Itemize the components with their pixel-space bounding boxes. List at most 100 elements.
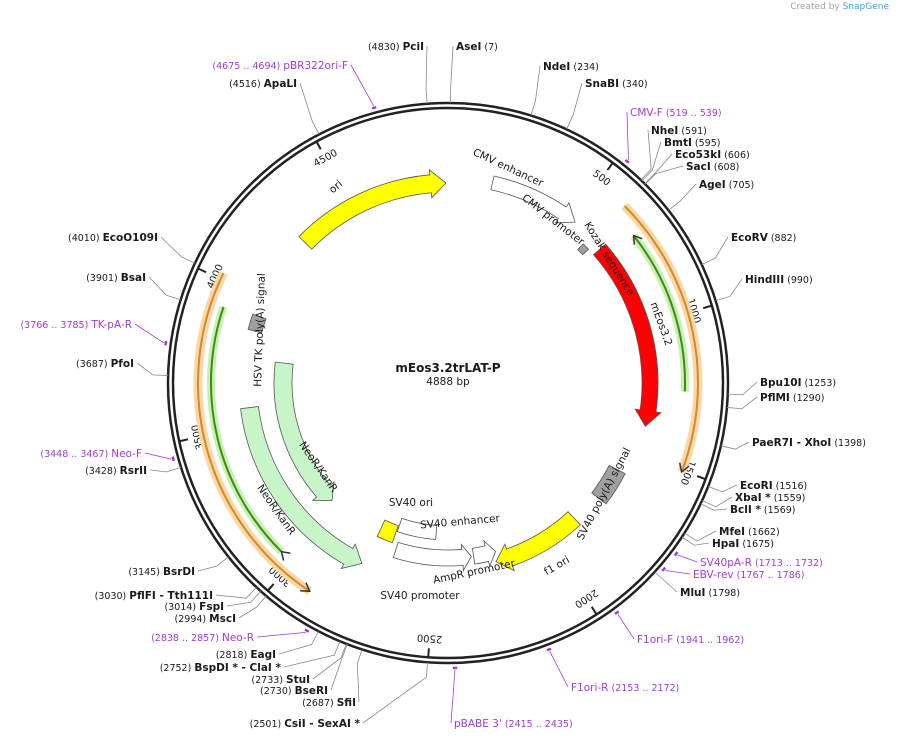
enzyme-label: (2733) StuI <box>251 674 310 686</box>
primer-leader-line <box>134 323 165 344</box>
feature-f1-ori <box>495 511 581 572</box>
enzyme-name: HpaI <box>712 538 739 550</box>
enzyme-pos: (340) <box>619 79 648 90</box>
primer-label: F1ori-F (1941 .. 1962) <box>637 634 744 646</box>
enzyme-site-mlui: MluI (1798) <box>654 571 740 599</box>
enzyme-label: (2752) BspDI * - ClaI * <box>160 662 282 674</box>
enzyme-label: (3687) PfoI <box>76 358 134 370</box>
tick-mark <box>179 438 189 443</box>
enzyme-name: MluI <box>680 587 705 599</box>
enzyme-label: AgeI (705) <box>699 179 754 191</box>
primer-label: (2838 .. 2857) Neo-R <box>151 632 254 644</box>
enzyme-leader-line <box>640 129 652 181</box>
enzyme-pos: (990) <box>784 275 813 286</box>
enzyme-leader-line <box>726 396 758 410</box>
enzyme-site-bsrdi: (3145) BsrDI <box>128 556 229 578</box>
tick-mark <box>696 475 706 481</box>
primer-name: EBV-rev <box>693 569 734 581</box>
enzyme-name: HindIII <box>745 274 784 286</box>
primer-site-sv40pa-r: SV40pA-R (1713 .. 1732) <box>673 551 823 569</box>
enzyme-leader-line <box>566 82 583 130</box>
feature-hsv-tk-poly-a-signal <box>247 313 267 334</box>
tick-label: 500 <box>590 168 612 188</box>
enzyme-site-bsai: (3901) BsaI <box>86 272 181 301</box>
tick-label: 2500 <box>417 631 443 644</box>
tick-mark <box>267 583 275 592</box>
feature-label-kozak-sequence: Kozak sequence <box>581 220 636 298</box>
enzyme-label: (4830) PciI <box>368 41 424 53</box>
primer-site-neo-f: (3448 .. 3467) Neo-F <box>40 448 176 462</box>
enzyme-name: NdeI <box>543 61 570 73</box>
enzyme-label: Bpu10I (1253) <box>760 377 836 389</box>
primer-site-pbr322ori-f: (4675 .. 4694) pBR322ori-F <box>212 60 377 110</box>
enzyme-pos: (3014) <box>165 602 200 613</box>
enzyme-label: PflMI (1290) <box>760 392 824 404</box>
enzyme-site-bcli: BclI * (1569) <box>700 503 796 516</box>
enzyme-leader-line <box>450 45 454 104</box>
enzyme-name: EcoRV <box>731 232 769 244</box>
primer-label: SV40pA-R (1713 .. 1732) <box>700 557 823 569</box>
enzyme-label: NheI (591) <box>651 125 707 137</box>
enzyme-leader-line <box>708 484 738 493</box>
primer-range: (1713 .. 1732) <box>752 558 823 569</box>
enzyme-label: BmtI (595) <box>664 137 720 149</box>
enzyme-site-pflmi: PflMI (1290) <box>726 392 824 410</box>
tick-mark <box>427 648 430 658</box>
enzyme-pos: (595) <box>692 138 721 149</box>
enzyme-pos: (4516) <box>229 79 264 90</box>
enzyme-name: EagI <box>250 649 276 661</box>
primer-mark <box>171 456 176 462</box>
enzyme-pos: (1798) <box>705 588 740 599</box>
enzyme-label: EcoRV (882) <box>731 232 796 244</box>
enzyme-site-nhei: NheI (591) <box>640 125 707 181</box>
enzyme-site-bmti: BmtI (595) <box>641 137 720 182</box>
enzyme-label: SacI (608) <box>686 161 739 173</box>
primer-leader-line <box>549 651 569 688</box>
primer-label: (4675 .. 4694) pBR322ori-F <box>212 60 348 72</box>
enzyme-leader-line <box>283 641 341 668</box>
primer-mark <box>624 159 630 164</box>
enzyme-sep: - ClaI * <box>238 662 282 674</box>
enzyme-pos: (2687) <box>302 698 337 709</box>
snapgene-credit: Created by SnapGene <box>790 2 889 12</box>
enzyme-name: Bpu10I <box>760 377 802 389</box>
enzyme-name: SnaBI <box>585 78 619 90</box>
enzyme-site-paer7i: PaeR7I - XhoI (1398) <box>720 437 866 450</box>
primer-site-f1ori-r: F1ori-R (2153 .. 2172) <box>546 647 679 694</box>
enzyme-site-msci: (2994) MscI <box>175 595 267 625</box>
enzyme-name: StuI <box>286 674 310 686</box>
enzyme-site-mfei: MfeI (1662) <box>684 526 780 542</box>
enzyme-label: HpaI (1675) <box>712 538 774 550</box>
tick-label: 2000 <box>572 587 599 610</box>
orf-arrowhead <box>632 234 643 245</box>
primer-label: pBABE 3' (2415 .. 2435) <box>454 718 573 730</box>
orf-arrowhead <box>678 462 690 474</box>
primer-site-pbabe-3: pBABE 3' (2415 .. 2435) <box>450 666 573 730</box>
enzyme-name: SacI <box>686 161 711 173</box>
enzyme-leader-line <box>715 278 743 302</box>
enzyme-name: SfiI <box>337 697 356 709</box>
enzyme-name: BsaI <box>121 272 146 284</box>
enzyme-leader-line <box>197 556 229 572</box>
enzyme-pos: (1516) <box>773 481 808 492</box>
enzyme-leader-line <box>701 496 733 508</box>
feature-meos3-2 <box>592 243 662 427</box>
enzyme-site-ecori: EcoRI (1516) <box>708 480 808 493</box>
feature-neor-kanr <box>273 361 335 501</box>
enzyme-pos: (2994) <box>175 614 210 625</box>
primer-range: (2153 .. 2172) <box>608 683 679 694</box>
enzyme-name: CsiI <box>284 718 305 730</box>
enzyme-site-ecorv: EcoRV (882) <box>701 232 796 265</box>
primer-name: F1ori-R <box>571 682 608 694</box>
enzyme-name: BsrDI <box>163 566 195 578</box>
enzyme-site-bseri: (2730) BseRI <box>260 644 348 697</box>
enzyme-pos: (1675) <box>739 539 774 550</box>
enzyme-label: BclI * (1569) <box>730 504 796 516</box>
enzyme-site-ndei: NdeI (234) <box>530 61 599 116</box>
primer-label: (3448 .. 3467) Neo-F <box>40 448 142 460</box>
enzyme-pos: (1662) <box>745 527 780 538</box>
enzyme-name: PflFI <box>129 590 156 602</box>
enzyme-leader-line <box>149 466 182 473</box>
enzyme-leader-line <box>684 530 717 542</box>
